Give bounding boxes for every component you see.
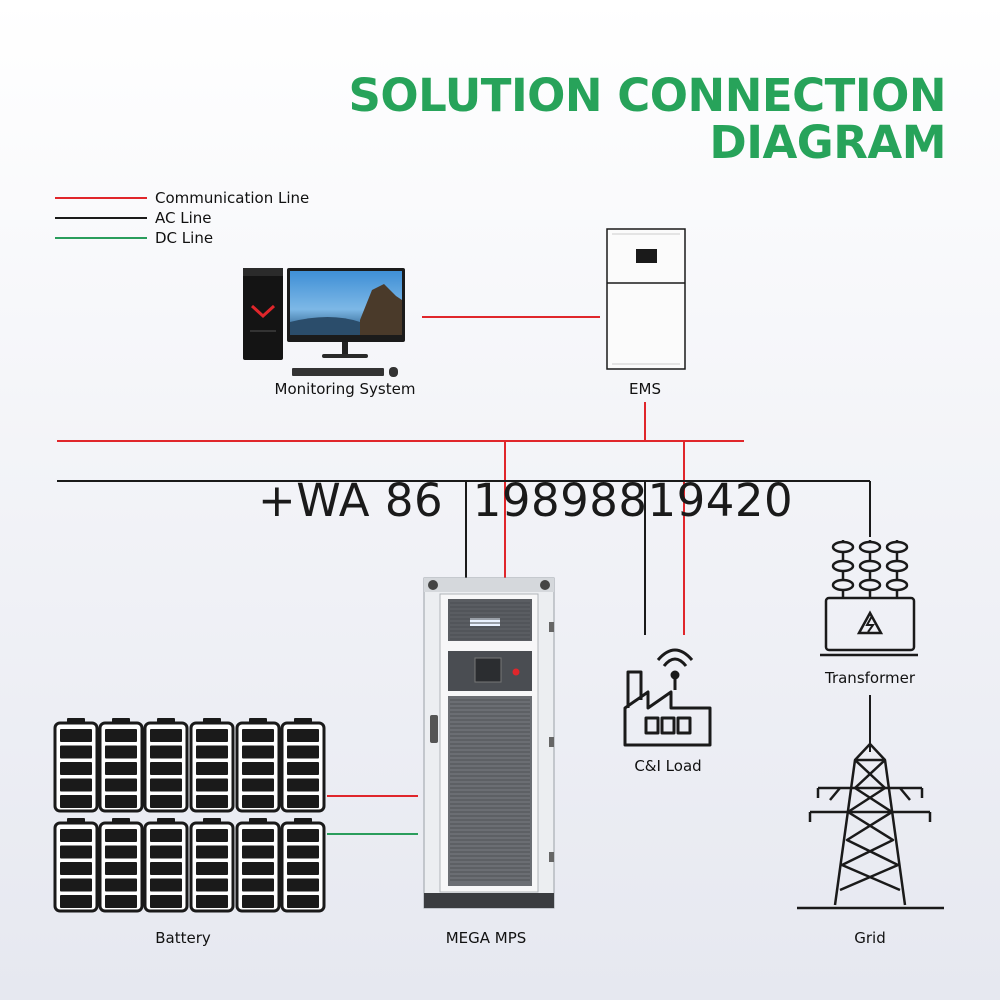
battery-pack-icon <box>53 818 99 913</box>
battery-bank-icon <box>53 718 326 913</box>
ac-lines <box>57 480 871 752</box>
legend-swatch-black <box>55 217 147 219</box>
factory-icon <box>623 648 712 747</box>
battery-pack-icon <box>235 818 281 913</box>
label-ems: EMS <box>629 380 661 398</box>
battery-pack-icon <box>189 818 235 913</box>
diagram-title: SOLUTION CONNECTION DIAGRAM <box>348 72 946 166</box>
label-transformer: Transformer <box>824 669 916 687</box>
battery-pack-icon <box>143 718 189 813</box>
label-battery: Battery <box>155 929 211 947</box>
battery-pack-icon <box>53 718 99 813</box>
battery-pack-icon <box>280 818 326 913</box>
label-grid: Grid <box>854 929 886 947</box>
legend-swatch-red <box>55 197 147 199</box>
battery-pack-icon <box>98 818 144 913</box>
label-mega-mps: MEGA MPS <box>445 929 527 947</box>
watermark-text: +WA 86 19898819420 <box>258 474 794 527</box>
label-ci-load: C&I Load <box>634 757 702 775</box>
power-tower-icon <box>797 742 944 910</box>
battery-pack-icon <box>143 818 189 913</box>
title-line-2: DIAGRAM <box>709 116 946 169</box>
mps-cabinet-icon <box>423 577 555 909</box>
transformer-icon <box>820 540 918 657</box>
battery-pack-icon <box>235 718 281 813</box>
ems-cabinet-icon <box>606 228 686 370</box>
legend-label: Communication Line <box>155 189 310 207</box>
communication-lines <box>57 316 744 797</box>
legend-label: AC Line <box>155 209 212 227</box>
battery-pack-icon <box>280 718 326 813</box>
monitor-icon <box>287 268 405 377</box>
title-line-1: SOLUTION CONNECTION <box>348 69 946 122</box>
battery-pack-icon <box>189 718 235 813</box>
legend-label: DC Line <box>155 229 214 247</box>
label-monitoring-system: Monitoring System <box>274 380 416 398</box>
pc-tower-icon <box>243 268 283 360</box>
legend-swatch-green <box>55 237 147 239</box>
battery-pack-icon <box>98 718 144 813</box>
